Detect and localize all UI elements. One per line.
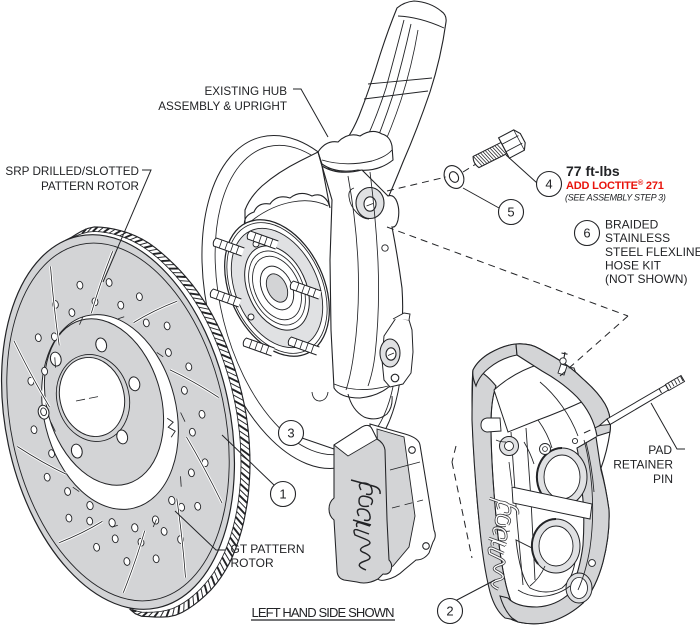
svg-text:RETAINER: RETAINER <box>613 458 673 472</box>
svg-text:STEEL FLEXLINE: STEEL FLEXLINE <box>605 245 700 259</box>
svg-text:PATTERN ROTOR: PATTERN ROTOR <box>41 180 139 193</box>
svg-text:STAINLESS: STAINLESS <box>605 231 670 245</box>
svg-text:3: 3 <box>287 426 294 441</box>
svg-text:ADD LOCTITE® 271: ADD LOCTITE® 271 <box>566 178 664 193</box>
svg-text:HOSE KIT: HOSE KIT <box>605 259 662 273</box>
svg-text:PAD: PAD <box>648 443 672 457</box>
svg-text:ROTOR: ROTOR <box>231 556 274 570</box>
svg-text:5: 5 <box>507 205 514 220</box>
svg-text:BRAIDED: BRAIDED <box>605 218 659 232</box>
svg-text:EXISTING HUB: EXISTING HUB <box>205 85 288 98</box>
svg-text:2: 2 <box>446 604 453 619</box>
svg-text:ASSEMBLY & UPRIGHT: ASSEMBLY & UPRIGHT <box>158 100 287 113</box>
svg-text:77 ft-lbs: 77 ft-lbs <box>566 163 620 179</box>
svg-text:(NOT SHOWN): (NOT SHOWN) <box>605 272 687 286</box>
svg-text:LEFT HAND SIDE SHOWN: LEFT HAND SIDE SHOWN <box>252 605 395 620</box>
svg-text:(SEE ASSEMBLY STEP 3): (SEE ASSEMBLY STEP 3) <box>565 193 666 203</box>
svg-text:1: 1 <box>279 487 286 502</box>
svg-text:6: 6 <box>583 226 590 241</box>
svg-text:4: 4 <box>545 177 552 192</box>
svg-text:SRP DRILLED/SLOTTED: SRP DRILLED/SLOTTED <box>5 165 139 178</box>
svg-text:PIN: PIN <box>653 472 673 486</box>
svg-text:GT PATTERN: GT PATTERN <box>231 542 305 556</box>
